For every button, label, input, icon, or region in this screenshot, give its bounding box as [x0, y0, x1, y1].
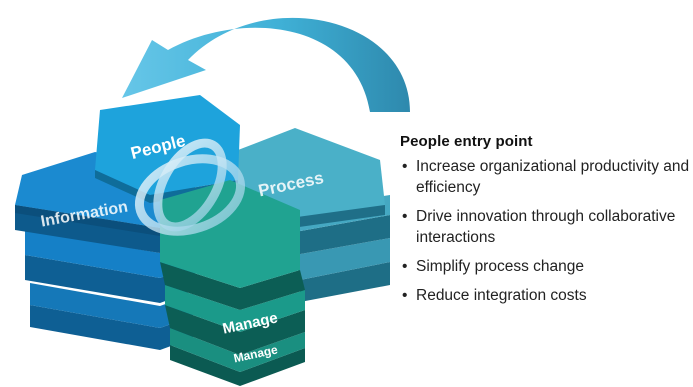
bullet-text: Increase organizational productivity and… [416, 158, 690, 196]
people-hexagon [95, 95, 240, 195]
bullet-text: Reduce integration costs [416, 287, 587, 304]
bullet-item: • Drive innovation through collaborative … [400, 206, 693, 248]
process-hexagon [230, 128, 385, 218]
panel-title: People entry point [400, 133, 533, 150]
bullet-dot: • [402, 258, 408, 275]
bullet-dot: • [402, 208, 408, 225]
bullet-item: • Increase organizational productivity an… [400, 156, 693, 198]
bullet-item: • Reduce integration costs [400, 285, 693, 306]
swirl-ring [134, 138, 246, 236]
manage-hexagon-stack [160, 180, 305, 386]
bullet-dot: • [402, 158, 408, 175]
bullet-dot: • [402, 287, 408, 304]
bullet-text: Simplify process change [416, 258, 584, 275]
manage-hexagon [160, 180, 300, 288]
bullet-text: Drive innovation through collaborative i… [416, 208, 676, 246]
curved-arrow [122, 17, 410, 112]
process-hexagon-stack [230, 128, 390, 302]
info-panel: People entry point • Increase organizatio… [400, 133, 693, 314]
bullet-item: • Simplify process change [400, 256, 693, 277]
bullet-list: • Increase organizational productivity an… [400, 156, 693, 306]
